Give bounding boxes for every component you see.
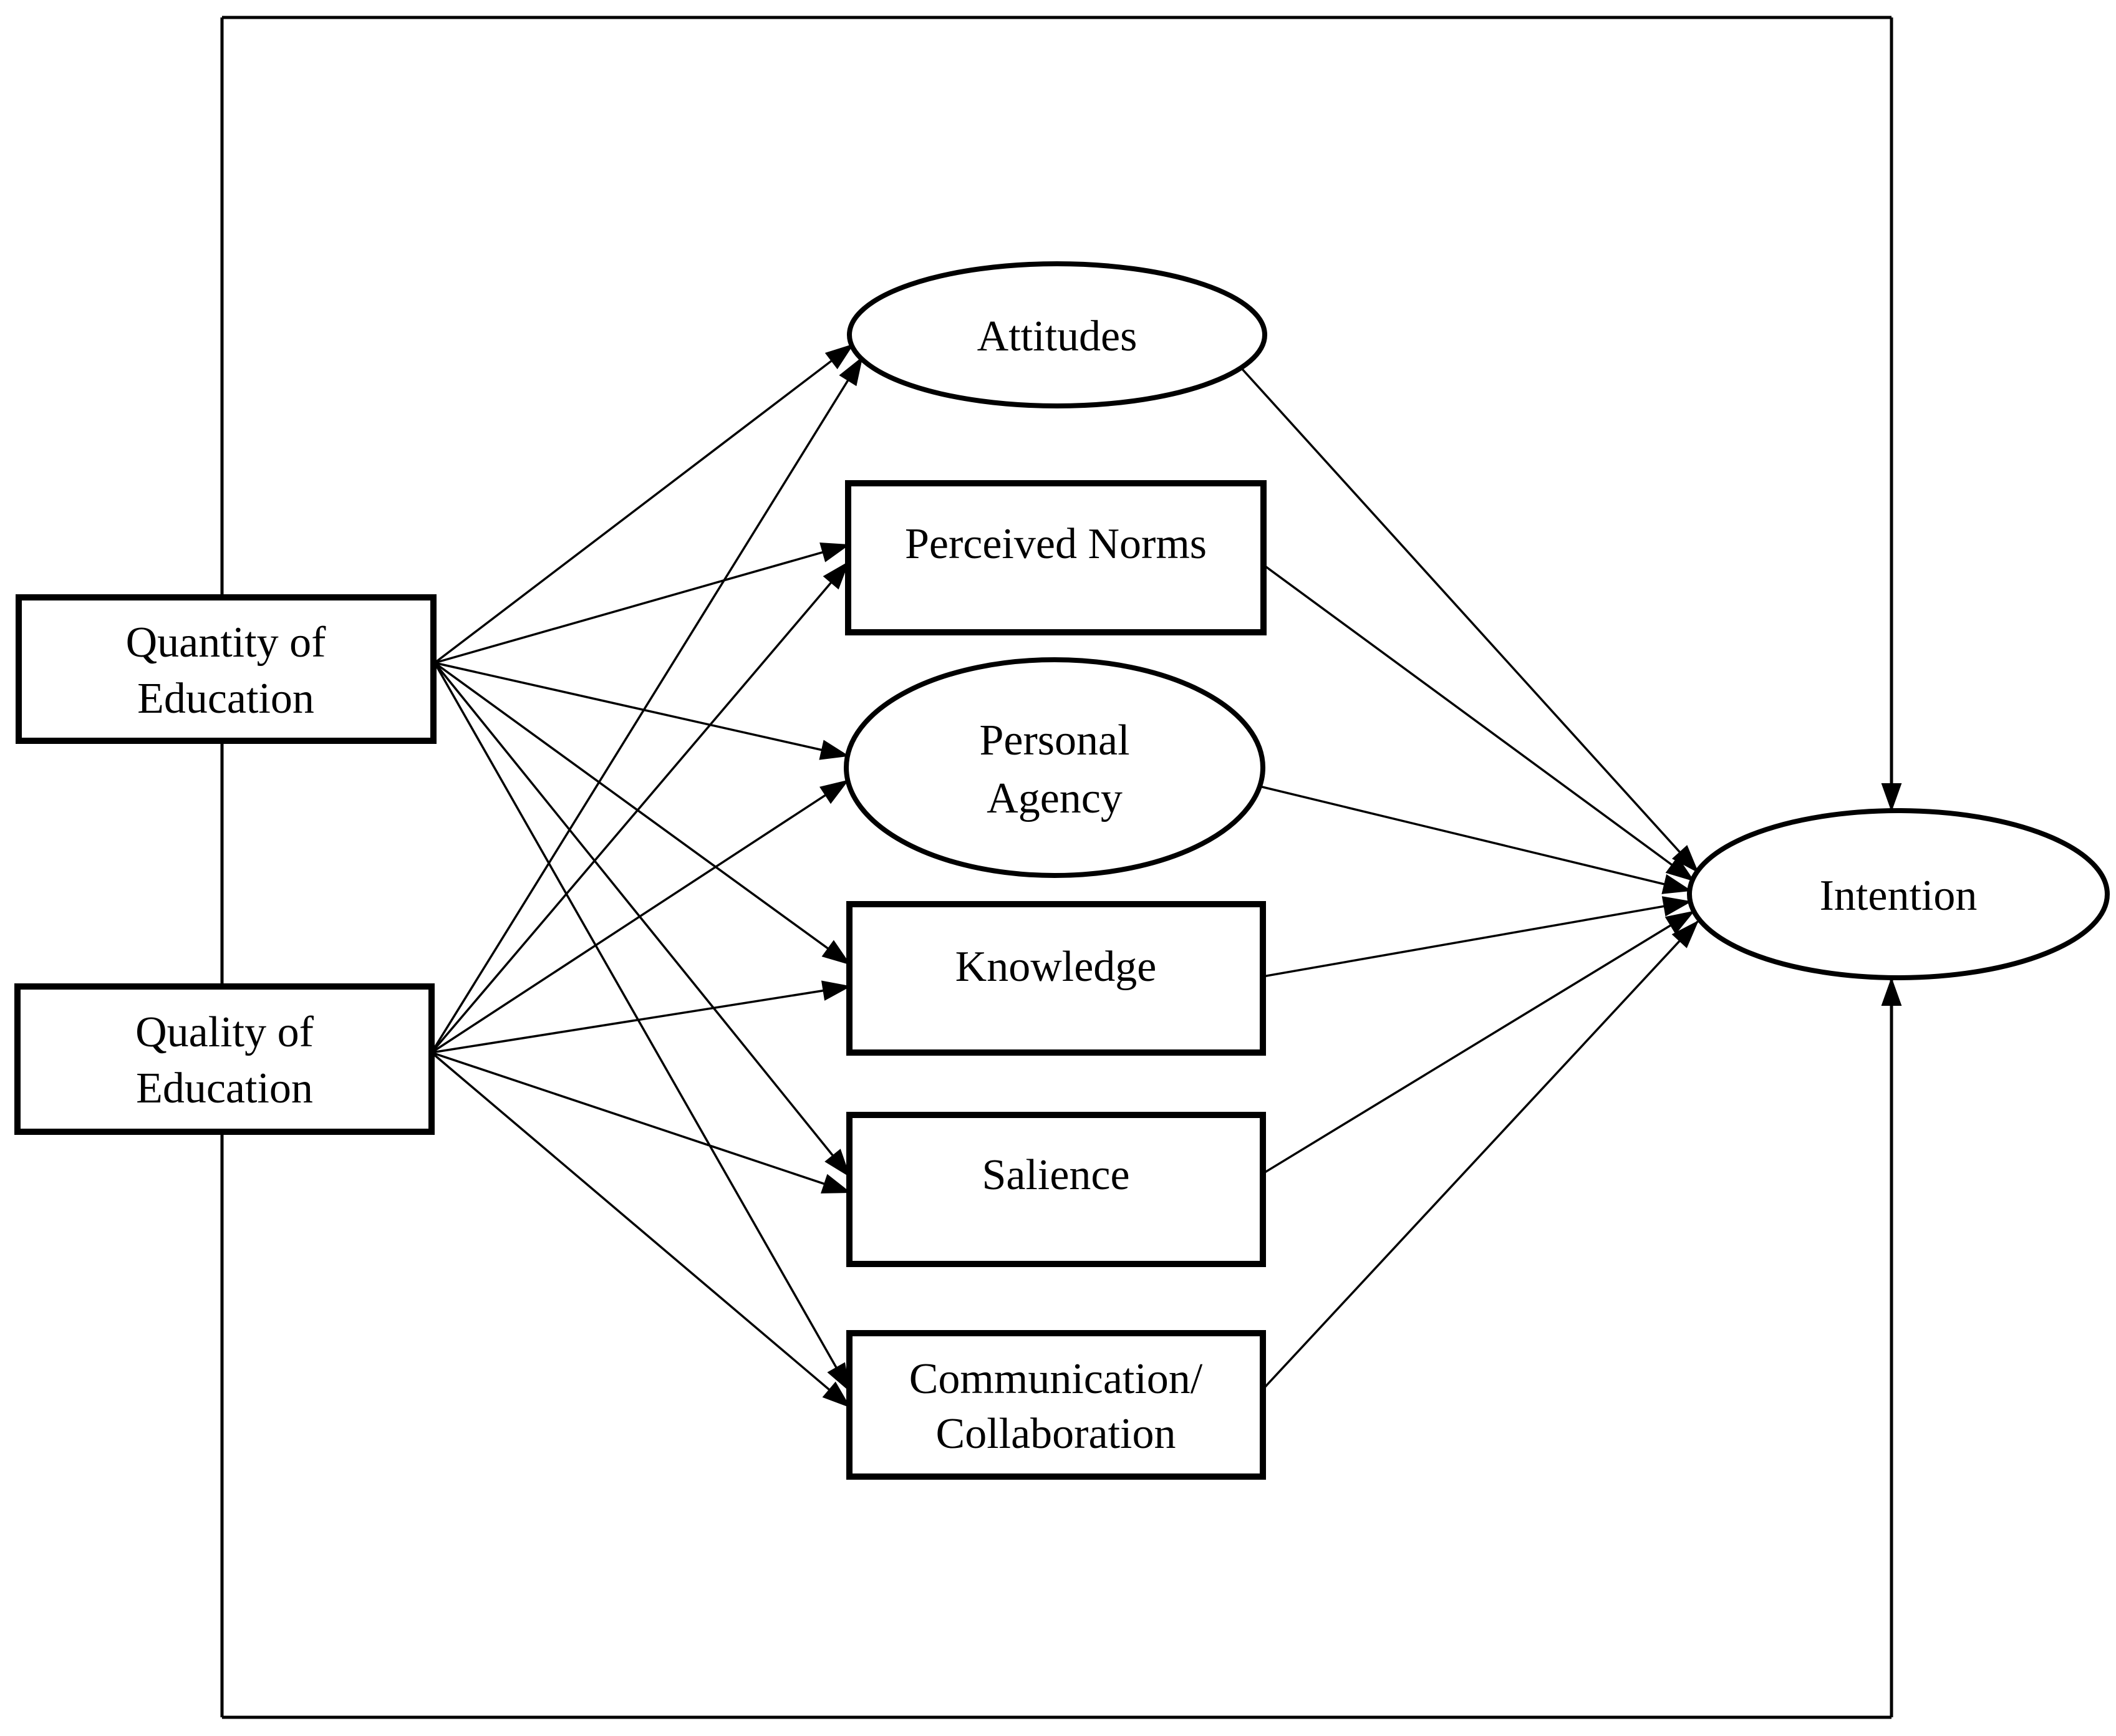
attitudes-label: Attitudes (977, 312, 1138, 360)
edge-communication-intention (1262, 920, 1699, 1391)
edge-personal-agency-intention (1259, 785, 1692, 894)
edge-quantity-communication (433, 662, 851, 1392)
edge-quantity-personal-agency (434, 662, 849, 760)
communication-label-line2: Collaboration (936, 1410, 1176, 1458)
knowledge-label: Knowledge (955, 943, 1157, 991)
quantity-box (16, 594, 437, 744)
edges-from-quantity (433, 344, 854, 1392)
node-communication-collaboration: Communication/ Collaboration (846, 1330, 1266, 1480)
feedback-loop (220, 16, 1902, 1719)
quantity-label-line2: Education (137, 675, 314, 723)
edge-quantity-perceived-norms (434, 542, 850, 664)
intention-label: Intention (1820, 872, 1978, 920)
quality-box (14, 983, 435, 1135)
salience-label: Salience (982, 1151, 1129, 1199)
edge-quality-communication (430, 1051, 851, 1408)
quality-label-line2: Education (136, 1064, 313, 1112)
node-intention: Intention (1687, 808, 2110, 980)
communication-box (846, 1330, 1266, 1480)
perceived-norms-box (845, 480, 1267, 635)
knowledge-box (846, 901, 1266, 1056)
edge-quantity-attitudes (433, 344, 854, 664)
salience-box (846, 1112, 1266, 1267)
personal-agency-label-line2: Agency (987, 774, 1123, 822)
node-quality-of-education: Quality of Education (14, 983, 435, 1135)
edge-quality-attitudes (430, 356, 863, 1053)
node-attitudes: Attitudes (847, 261, 1267, 408)
edge-perceived-norms-intention (1262, 564, 1695, 882)
edge-salience-intention (1262, 910, 1695, 1175)
node-knowledge: Knowledge (846, 901, 1266, 1056)
edge-quality-salience (431, 1051, 851, 1194)
node-personal-agency: Personal Agency (844, 657, 1265, 878)
perceived-norms-label: Perceived Norms (905, 520, 1207, 568)
intention-ellipse (1687, 808, 2110, 980)
personal-agency-ellipse (844, 657, 1265, 878)
edges-from-quality (430, 356, 863, 1408)
quality-label-line1: Quality of (135, 1008, 314, 1056)
edge-quality-knowledge (431, 980, 851, 1054)
communication-label-line1: Communication/ (909, 1355, 1203, 1403)
edges-to-intention (1241, 368, 1699, 1391)
attitudes-ellipse (847, 261, 1267, 408)
edge-attitudes-intention (1241, 368, 1699, 874)
edge-knowledge-intention (1262, 896, 1692, 978)
node-perceived-norms: Perceived Norms (845, 480, 1267, 635)
edge-quality-personal-agency (431, 779, 849, 1054)
personal-agency-label-line1: Personal (979, 716, 1129, 764)
node-quantity-of-education: Quantity of Education (16, 594, 437, 744)
node-salience: Salience (846, 1112, 1266, 1267)
edge-quality-perceived-norms (430, 561, 849, 1054)
edge-quantity-knowledge (433, 662, 851, 965)
edge-quantity-salience (433, 662, 851, 1178)
quantity-label-line1: Quantity of (126, 619, 326, 667)
